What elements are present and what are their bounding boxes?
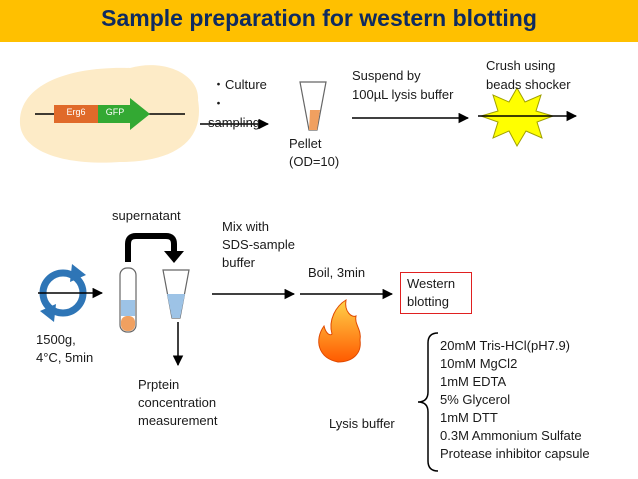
sampling-bullet: ・ bbox=[212, 96, 226, 111]
lysis-component: 1mM EDTA bbox=[440, 374, 507, 389]
page-title: Sample preparation for western blotting bbox=[101, 5, 537, 31]
lysis-components-list: 20mM Tris-HCl(pH7.9) 10mM MgCl2 1mM EDTA… bbox=[440, 337, 590, 463]
protein-label-2: concentration bbox=[138, 395, 217, 410]
gfp-label: GFP bbox=[105, 107, 125, 117]
lysis-component: 20mM Tris-HCl(pH7.9) bbox=[440, 338, 571, 353]
crush-label-2: beads shocker bbox=[486, 77, 571, 92]
pellet-label: Pellet bbox=[289, 136, 322, 151]
pellet-od-label: (OD=10) bbox=[289, 154, 340, 169]
erg6-box bbox=[54, 105, 98, 123]
supernatant-label: supernatant bbox=[112, 208, 181, 223]
transfer-arrowhead bbox=[164, 251, 184, 263]
suspend-label-1: Suspend by bbox=[352, 68, 421, 83]
erg6-label: Erg6 bbox=[66, 107, 86, 117]
suspend-label-2: 100µL lysis buffer bbox=[352, 87, 454, 102]
flame-icon bbox=[318, 299, 361, 363]
gfp-arrow bbox=[98, 98, 150, 130]
crush-label-1: Crush using bbox=[486, 58, 556, 73]
transfer-arrow bbox=[125, 233, 177, 262]
centrifuge-label-2: 4°C, 5min bbox=[36, 350, 94, 365]
supernatant-fill bbox=[121, 300, 135, 316]
sampling-label: sampling bbox=[208, 115, 261, 130]
centrifuge-arrowhead-top bbox=[70, 264, 86, 282]
lysis-component: 10mM MgCl2 bbox=[440, 356, 518, 371]
protein-label-1: Prptein bbox=[138, 377, 180, 392]
mix-label-1: Mix with bbox=[222, 219, 269, 234]
western-label-2: blotting bbox=[407, 294, 449, 309]
lysis-brace bbox=[417, 332, 439, 472]
lysis-component: 5% Glycerol bbox=[440, 392, 511, 407]
cone-fill bbox=[167, 294, 185, 318]
crush-burst bbox=[479, 86, 555, 148]
lysis-buffer-label: Lysis buffer bbox=[329, 416, 395, 431]
mix-label-2: SDS-sample bbox=[222, 237, 295, 252]
pellet-fill-2 bbox=[121, 316, 135, 331]
mix-label-3: buffer bbox=[222, 255, 256, 270]
protein-label-3: measurement bbox=[138, 413, 218, 428]
title-bar bbox=[0, 0, 638, 42]
lysis-component: Protease inhibitor capsule bbox=[440, 446, 590, 461]
culture-label: ・Culture bbox=[212, 77, 267, 92]
lysis-component: 1mM DTT bbox=[440, 410, 498, 425]
western-label-1: Western bbox=[407, 276, 456, 291]
pellet-fill bbox=[309, 110, 320, 130]
western-blotting-box: Western blotting bbox=[400, 272, 472, 314]
boil-label: Boil, 3min bbox=[308, 265, 366, 280]
lysis-component: 0.3M Ammonium Sulfate bbox=[440, 428, 582, 443]
centrifuge-label-1: 1500g, bbox=[36, 332, 76, 347]
centrifuge-arrowhead-bottom bbox=[40, 304, 56, 322]
